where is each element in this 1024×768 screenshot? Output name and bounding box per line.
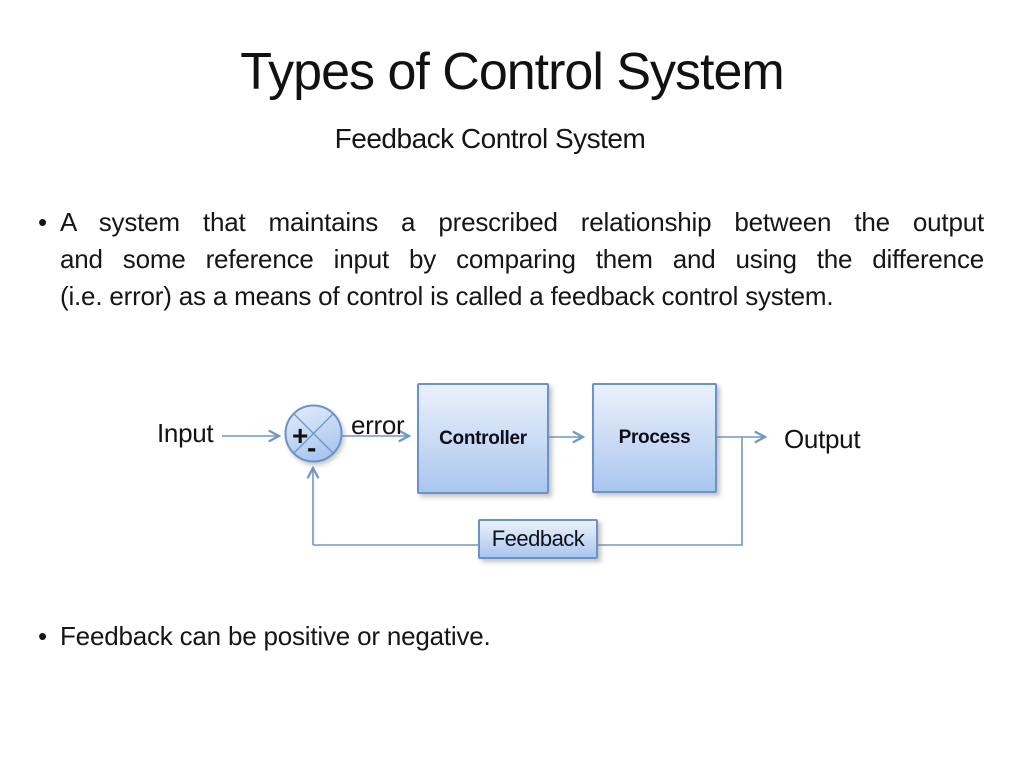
slide-title: Types of Control System bbox=[240, 43, 784, 101]
slide-subtitle: Feedback Control System bbox=[334, 123, 646, 154]
bullet2-text: Feedback can be positive or negative. bbox=[60, 621, 491, 651]
bullet-line-2: and some reference input by comparing th… bbox=[60, 244, 984, 274]
input-label: Input bbox=[157, 418, 214, 448]
bullet-line-1: A system that maintains a prescribed rel… bbox=[60, 207, 984, 237]
controller-block: Controller bbox=[417, 383, 549, 494]
bullet-paragraph-definition: • A system that maintains a prescribed r… bbox=[38, 204, 984, 315]
process-block: Process bbox=[592, 383, 717, 493]
bullet-icon: • bbox=[38, 621, 47, 651]
bullet-line-3: (i.e. error) as a means of control is ca… bbox=[60, 281, 834, 311]
feedback-block: Feedback bbox=[478, 519, 598, 559]
feedback-return-path bbox=[313, 437, 743, 546]
bullet-paragraph-text: A system that maintains a prescribed rel… bbox=[38, 204, 984, 315]
plus-sign: + bbox=[292, 420, 309, 451]
minus-sign: - bbox=[307, 432, 317, 463]
output-label: Output bbox=[784, 424, 861, 454]
summing-junction-icon bbox=[284, 404, 343, 463]
error-label: error bbox=[351, 410, 405, 440]
bullet-icon: • bbox=[38, 207, 47, 237]
feedback-label: Feedback bbox=[491, 526, 585, 551]
process-label: Process bbox=[618, 427, 691, 448]
bullet-paragraph-feedback-note: • Feedback can be positive or negative. bbox=[38, 618, 984, 655]
controller-label: Controller bbox=[439, 427, 527, 449]
